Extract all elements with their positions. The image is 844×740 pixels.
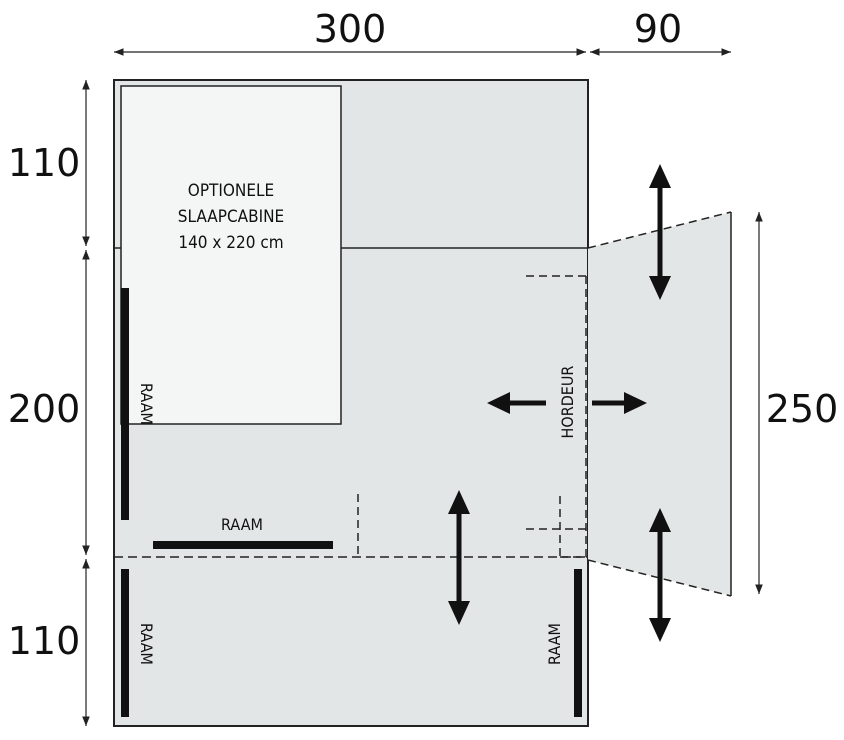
cabin-label-line3: 140 x 220 cm xyxy=(178,233,283,253)
dim-label-90: 90 xyxy=(634,7,682,51)
cabin-label-line2: SLAAPCABINE xyxy=(178,207,284,227)
arrow-vertical-center xyxy=(448,490,470,625)
annex-bottom-dashed xyxy=(587,559,732,597)
window-label-left-upper: RAAM xyxy=(137,383,156,425)
arrow-left-out xyxy=(487,392,546,414)
annex-floor xyxy=(588,212,731,596)
window-label-bottom-middle: RAAM xyxy=(221,515,263,534)
window-right-lower xyxy=(574,569,582,717)
arrow-vertical-annex-top xyxy=(649,164,671,300)
dim-label-left-200: 200 xyxy=(8,387,81,431)
annex-top-dashed xyxy=(587,211,732,249)
arrow-vertical-annex-bottom xyxy=(649,508,671,642)
sleeping-cabin xyxy=(120,85,342,425)
window-left-upper xyxy=(121,288,129,520)
window-left-lower xyxy=(121,569,129,717)
window-label-right-lower: RAAM xyxy=(545,623,564,665)
dim-label-300: 300 xyxy=(314,7,387,51)
screen-door-label: HORDEUR xyxy=(558,366,577,439)
window-label-left-lower: RAAM xyxy=(137,623,156,665)
cabin-label-line1: OPTIONELE xyxy=(188,181,274,201)
dim-label-left-110-bottom: 110 xyxy=(8,619,81,663)
dim-label-right-250: 250 xyxy=(766,387,839,431)
arrow-right-out xyxy=(592,392,647,414)
dim-label-left-110-top: 110 xyxy=(8,141,81,185)
window-bottom-middle xyxy=(153,541,333,549)
